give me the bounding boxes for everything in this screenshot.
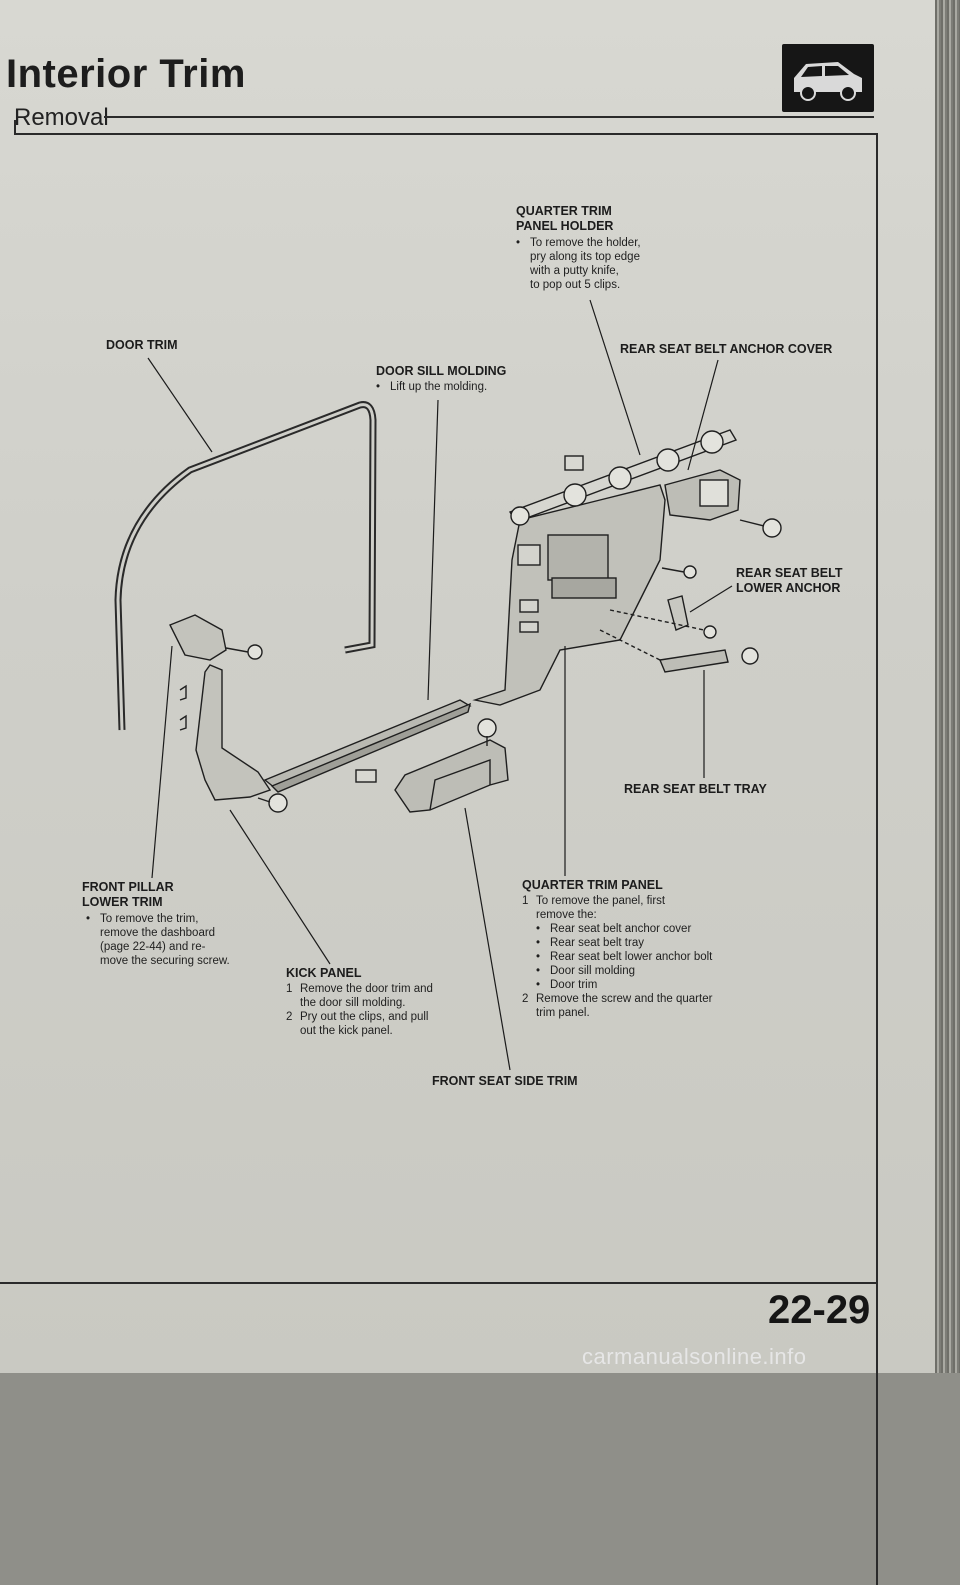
note-line: trim panel. xyxy=(536,1007,590,1019)
exploded-parts-diagram xyxy=(114,299,782,1071)
section-subtitle: Removal xyxy=(14,104,109,131)
leader-lines xyxy=(147,299,733,1071)
label-kick-panel: KICK PANEL xyxy=(286,966,362,980)
note-line: To remove the holder, xyxy=(530,237,641,249)
note-line: remove the: xyxy=(536,909,597,921)
note-door-sill-molding: • Lift up the molding. xyxy=(376,380,487,394)
label-line: REAR SEAT BELT xyxy=(736,566,843,580)
note-line: with a putty knife, xyxy=(530,265,619,277)
step-number: 2 xyxy=(522,993,529,1005)
bullet: • xyxy=(376,381,381,393)
front-pillar-lower-trim-part xyxy=(195,664,272,801)
note-line: Remove the door trim and xyxy=(300,983,433,995)
note-line: Lift up the molding. xyxy=(390,381,488,393)
frame-left-rule xyxy=(14,120,16,135)
page-title: Interior Trim xyxy=(6,52,246,96)
label-rear-seat-belt-anchor-cover: REAR SEAT BELT ANCHOR COVER xyxy=(620,342,833,356)
bullet: • xyxy=(536,937,541,949)
watermark: carmanualsonline.info xyxy=(582,1344,807,1369)
door-trim-part xyxy=(114,401,377,731)
bullet: • xyxy=(536,979,541,991)
note-line: out the kick panel. xyxy=(300,1025,393,1037)
list-item: Door sill molding xyxy=(550,965,636,977)
list-item: Rear seat belt lower anchor bolt xyxy=(550,951,713,963)
page-number: 22-29 xyxy=(768,1288,871,1332)
note-line: (page 22-44) and re- xyxy=(100,941,206,953)
page-stack-edge xyxy=(935,0,960,1373)
label-line: QUARTER TRIM xyxy=(516,204,612,218)
label-rear-seat-belt-lower-anchor: REAR SEAT BELT LOWER ANCHOR xyxy=(736,566,842,596)
note-line: To remove the trim, xyxy=(100,913,199,925)
label-door-sill-molding: DOOR SILL MOLDING xyxy=(376,364,507,378)
note-front-pillar-lower-trim: • To remove the trim, remove the dashboar… xyxy=(86,912,230,968)
label-line: LOWER TRIM xyxy=(82,895,163,909)
frame-top-rule xyxy=(14,133,878,135)
frame-bottom-rule xyxy=(0,1282,878,1284)
rear-seat-belt-tray-part xyxy=(659,649,729,673)
list-item: Rear seat belt tray xyxy=(550,937,644,949)
note-quarter-trim-panel-holder: • To remove the holder, pry along its top… xyxy=(516,236,641,292)
hatchback-car-icon xyxy=(794,62,862,101)
label-line: FRONT PILLAR xyxy=(82,880,174,894)
list-item: Rear seat belt anchor cover xyxy=(550,923,692,935)
label-line: LOWER ANCHOR xyxy=(736,581,841,595)
label-front-pillar-lower-trim: FRONT PILLAR LOWER TRIM xyxy=(82,880,174,910)
bullet: • xyxy=(536,965,541,977)
note-line: Remove the screw and the quarter xyxy=(536,993,713,1005)
step-number: 2 xyxy=(286,1011,293,1023)
bullet: • xyxy=(516,237,521,249)
note-line: to pop out 5 clips. xyxy=(530,279,621,291)
label-front-seat-side-trim: FRONT SEAT SIDE TRIM xyxy=(432,1074,578,1088)
title-rule xyxy=(104,116,874,118)
section-badge xyxy=(782,44,874,112)
label-rear-seat-belt-tray: REAR SEAT BELT TRAY xyxy=(624,782,767,796)
step-number: 1 xyxy=(286,983,293,995)
list-item: Door trim xyxy=(550,979,598,991)
note-line: pry along its top edge xyxy=(530,251,640,263)
note-line: To remove the panel, first xyxy=(536,895,666,907)
label-door-trim: DOOR TRIM xyxy=(106,338,178,352)
note-line: move the securing screw. xyxy=(100,955,230,967)
step-number: 1 xyxy=(522,895,529,907)
note-line: Pry out the clips, and pull xyxy=(300,1011,429,1023)
kick-panel-part xyxy=(394,739,509,813)
note-kick-panel: 1 Remove the door trim and the door sill … xyxy=(286,982,433,1038)
label-quarter-trim-panel: QUARTER TRIM PANEL xyxy=(522,878,663,892)
bullet: • xyxy=(86,913,91,925)
note-line: the door sill molding. xyxy=(300,997,406,1009)
bullet: • xyxy=(536,951,541,963)
manual-page: Interior Trim Removal xyxy=(0,0,935,1585)
frame-right-rule xyxy=(876,133,878,1585)
label-line: PANEL HOLDER xyxy=(516,219,614,233)
note-line: remove the dashboard xyxy=(100,927,216,939)
rear-seat-belt-lower-anchor-part xyxy=(667,595,689,631)
label-quarter-trim-panel-holder: QUARTER TRIM PANEL HOLDER xyxy=(516,204,613,234)
bullet: • xyxy=(536,923,541,935)
